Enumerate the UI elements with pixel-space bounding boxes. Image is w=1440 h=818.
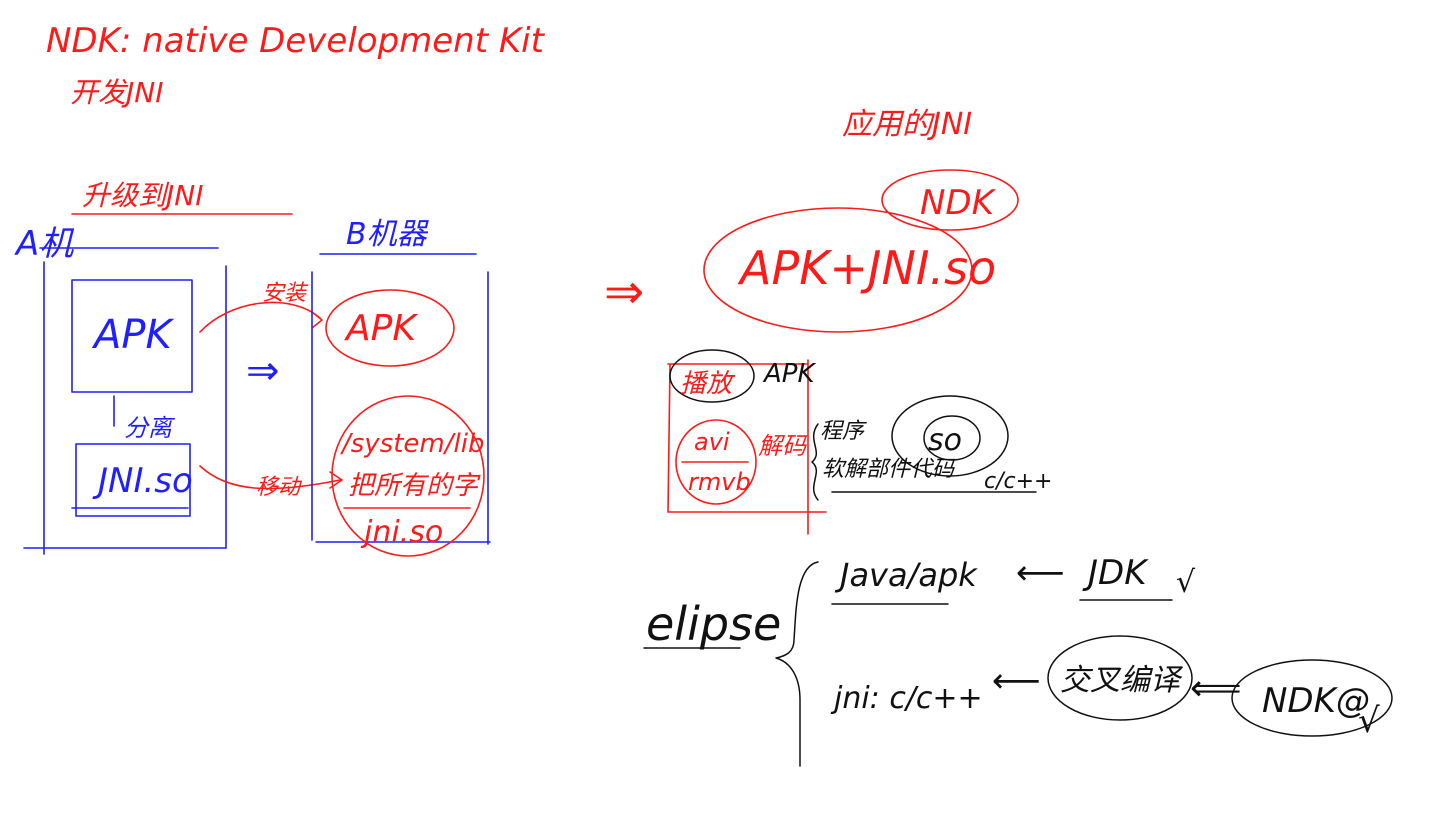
transfer-arrow-head [329,471,343,489]
ndk-bubble-text: NDK [920,183,997,223]
row2-arrow: ⟵ [992,661,1041,701]
apk-b-ellipse [325,289,455,367]
transfer-label: 移动 [256,475,303,500]
player-frame [667,359,827,535]
row1-arrow: ⟵ [1016,553,1065,593]
install-arrow [199,301,321,333]
ide-label: elipse [646,597,781,651]
apk-bundle-ellipse [703,207,973,333]
right-title: 应用的JNI [842,107,972,142]
so-outer-circle [891,395,1009,477]
split-label: 分离 [124,414,176,442]
row2-left: jni: c/c++ [830,681,983,716]
install-label: 安装 [262,281,309,306]
row2-middle: 交叉编译 [1060,663,1184,698]
ndk-ellipse [1231,659,1393,737]
notes-brace [811,423,819,501]
ide-brace [775,561,819,767]
formats-circle [675,419,757,505]
apk-b-text: APK [344,308,418,349]
apk-bundle-text: APK+JNI.so [737,241,996,295]
row1-right: JDK [1082,553,1149,593]
row1-check: √ [1176,565,1196,600]
header-line2: 开发JNI [70,76,163,109]
header-line1: NDK: native Development Kit [46,21,546,61]
row2-check: √ [1358,701,1380,741]
machine-b-frame [311,271,491,545]
so-b-text: jni.so [360,515,443,550]
note-2: 软解部件代码 [822,457,956,482]
so-label: so [928,423,962,458]
machine-a-frame [23,261,227,555]
player-label: 播放 [680,369,736,399]
row1-left: Java/apk [834,556,978,594]
transfer-arrow [199,465,341,490]
format-avi: avi [694,428,730,456]
row2-right: NDK@ [1262,681,1370,721]
note-1: 程序 [820,419,867,444]
left-implies-arrow: ⇒ [246,348,280,394]
right-implies-arrow: ⇒ [604,264,644,320]
cross-compile-ellipse [1047,635,1193,721]
apk-a-box [71,279,193,393]
player-label-circle [669,349,755,403]
so-a-text: JNI.so [92,461,193,501]
machine-b-label: B机器 [346,217,430,252]
decode-label: 解码 [758,432,808,460]
so-inner-circle [923,415,981,461]
left-title: 升级到JNI [82,179,203,212]
player-apk-label: APK [762,359,816,389]
so-b-garbled-text: 把所有的字 [348,471,481,501]
format-rmvb: rmvb [688,468,751,496]
so-b-circle [331,395,485,557]
apk-a-text: APK [91,312,174,358]
lang-label: c/c++ [984,469,1052,494]
so-a-box [75,443,191,517]
machine-a-label: A机 [14,224,74,264]
ndk-bubble [881,169,1019,231]
system-lib-text: /system/lib [340,429,484,459]
install-arrow-head [311,311,323,329]
